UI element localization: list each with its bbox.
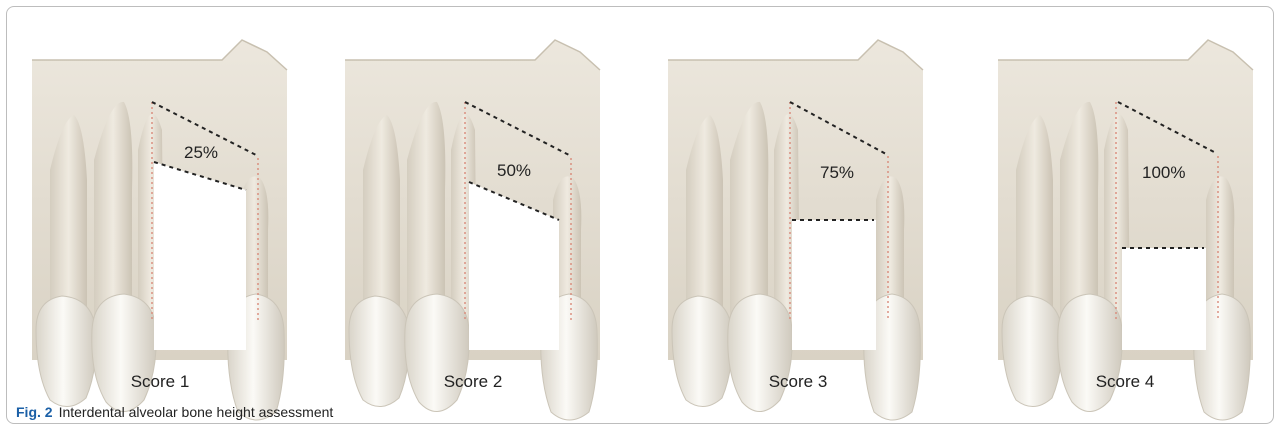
- percent-label: 25%: [184, 143, 218, 162]
- panel-score-3: 75%: [668, 40, 923, 420]
- percent-label: 75%: [820, 163, 854, 182]
- figure-caption: Fig. 2 Interdental alveolar bone height a…: [16, 404, 333, 420]
- score-label-2: Score 2: [373, 372, 573, 392]
- panel-score-4: 100%: [998, 40, 1253, 420]
- score-label-3: Score 3: [698, 372, 898, 392]
- figure-number: Fig. 2: [16, 404, 53, 420]
- percent-label: 100%: [1142, 163, 1185, 182]
- panel-score-1: 25%: [32, 40, 287, 420]
- score-label-4: Score 4: [1025, 372, 1225, 392]
- percent-label: 50%: [497, 161, 531, 180]
- caption-text: Interdental alveolar bone height assessm…: [59, 404, 334, 420]
- score-label-1: Score 1: [60, 372, 260, 392]
- panel-score-2: 50%: [345, 40, 600, 420]
